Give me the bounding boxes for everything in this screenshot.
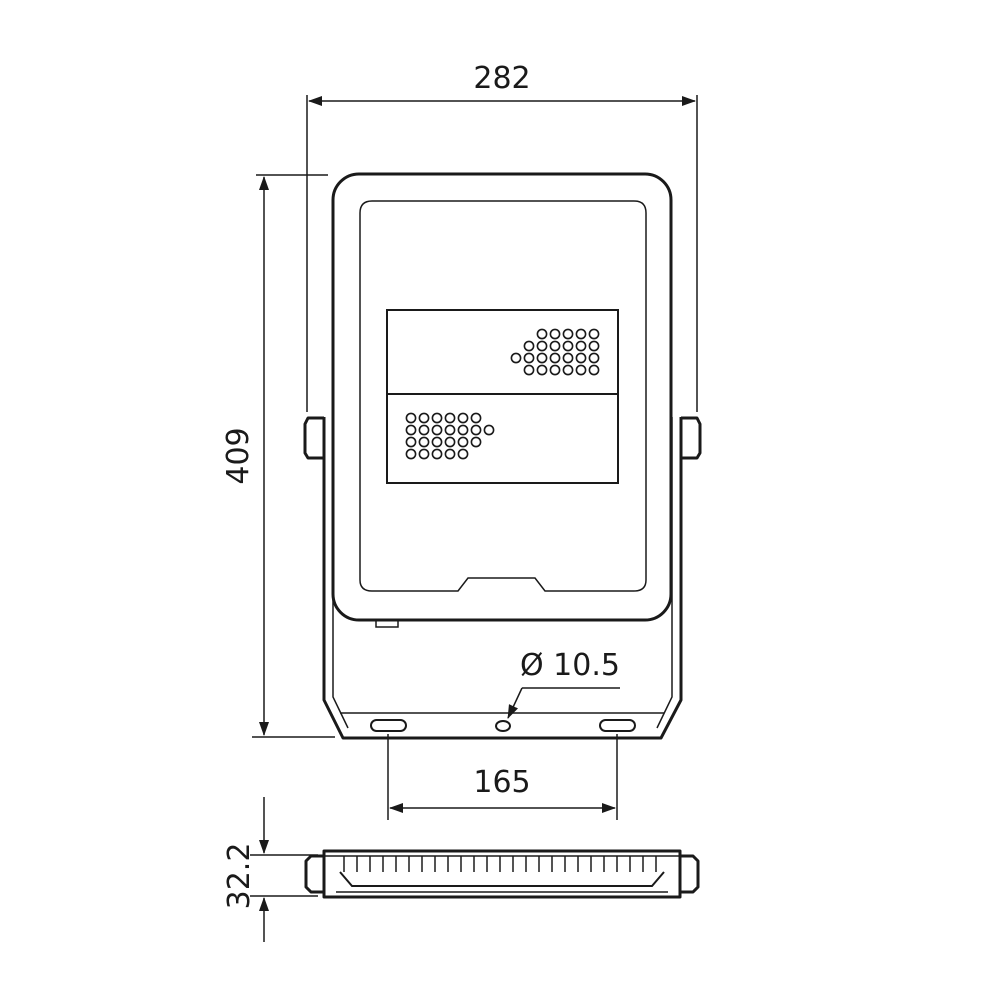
front-view <box>303 172 702 740</box>
led-dot <box>562 364 574 376</box>
depth-label: 32.2 <box>222 843 257 910</box>
cable-tab <box>375 619 399 628</box>
side-body <box>322 849 682 899</box>
led-dot <box>457 424 469 436</box>
led-dot <box>444 436 456 448</box>
led-dot <box>431 424 443 436</box>
led-dot <box>536 352 548 364</box>
led-dot <box>575 352 587 364</box>
led-dot <box>444 448 456 460</box>
led-dot <box>418 412 430 424</box>
led-dot <box>575 340 587 352</box>
led-dot <box>431 448 443 460</box>
led-dot <box>575 328 587 340</box>
led-cluster-lower <box>405 412 495 460</box>
height-dimension: 409 <box>221 174 335 738</box>
width-dimension: 282 <box>306 61 698 412</box>
outer-frame <box>331 172 673 622</box>
led-panel <box>386 309 619 484</box>
led-dot <box>588 340 600 352</box>
led-dot <box>536 364 548 376</box>
led-dot <box>444 412 456 424</box>
led-dot <box>523 364 535 376</box>
pivot-knob-right <box>681 416 702 460</box>
pivot-knob-left <box>303 416 324 460</box>
led-dot <box>405 412 417 424</box>
mounting-slot-left <box>370 719 407 732</box>
mounting-slot-right <box>599 719 636 732</box>
led-dot <box>510 352 522 364</box>
led-dot <box>431 412 443 424</box>
led-dot <box>549 328 561 340</box>
led-dot <box>457 448 469 460</box>
width-label: 282 <box>473 61 530 96</box>
center-hole <box>495 720 511 732</box>
led-dot <box>549 340 561 352</box>
slot-spacing-label: 165 <box>473 765 530 800</box>
led-dot <box>483 424 495 436</box>
led-dot <box>418 436 430 448</box>
led-dot <box>470 436 482 448</box>
depth-dimension: 32.2 <box>222 797 318 942</box>
height-label: 409 <box>221 427 256 484</box>
led-dot <box>523 352 535 364</box>
led-dot <box>575 364 587 376</box>
mounting-bracket <box>322 417 683 740</box>
led-dot <box>588 328 600 340</box>
led-dot <box>549 352 561 364</box>
slot-spacing-dimension: 165 <box>387 734 618 820</box>
led-dot <box>405 424 417 436</box>
led-dot <box>523 340 535 352</box>
inner-glass <box>359 200 647 592</box>
side-view <box>304 849 700 899</box>
led-dot <box>562 352 574 364</box>
led-dot <box>405 448 417 460</box>
led-dot <box>405 436 417 448</box>
cooling-fins <box>343 856 657 872</box>
led-dot <box>470 412 482 424</box>
led-dot <box>457 412 469 424</box>
led-dot <box>431 436 443 448</box>
led-dot <box>418 424 430 436</box>
led-dot <box>562 340 574 352</box>
led-dot <box>418 448 430 460</box>
led-cluster-upper <box>510 328 600 376</box>
led-dot <box>588 364 600 376</box>
led-dot <box>536 328 548 340</box>
side-knob-left <box>304 854 324 894</box>
led-dot <box>536 340 548 352</box>
hole-diameter-callout: Ø 10.5 <box>507 648 620 719</box>
hole-diameter-label: Ø 10.5 <box>520 648 620 683</box>
led-dot <box>470 424 482 436</box>
led-dot <box>588 352 600 364</box>
led-dot <box>562 328 574 340</box>
side-knob-right <box>680 854 700 894</box>
led-dot <box>549 364 561 376</box>
led-dot <box>444 424 456 436</box>
led-dot <box>457 436 469 448</box>
